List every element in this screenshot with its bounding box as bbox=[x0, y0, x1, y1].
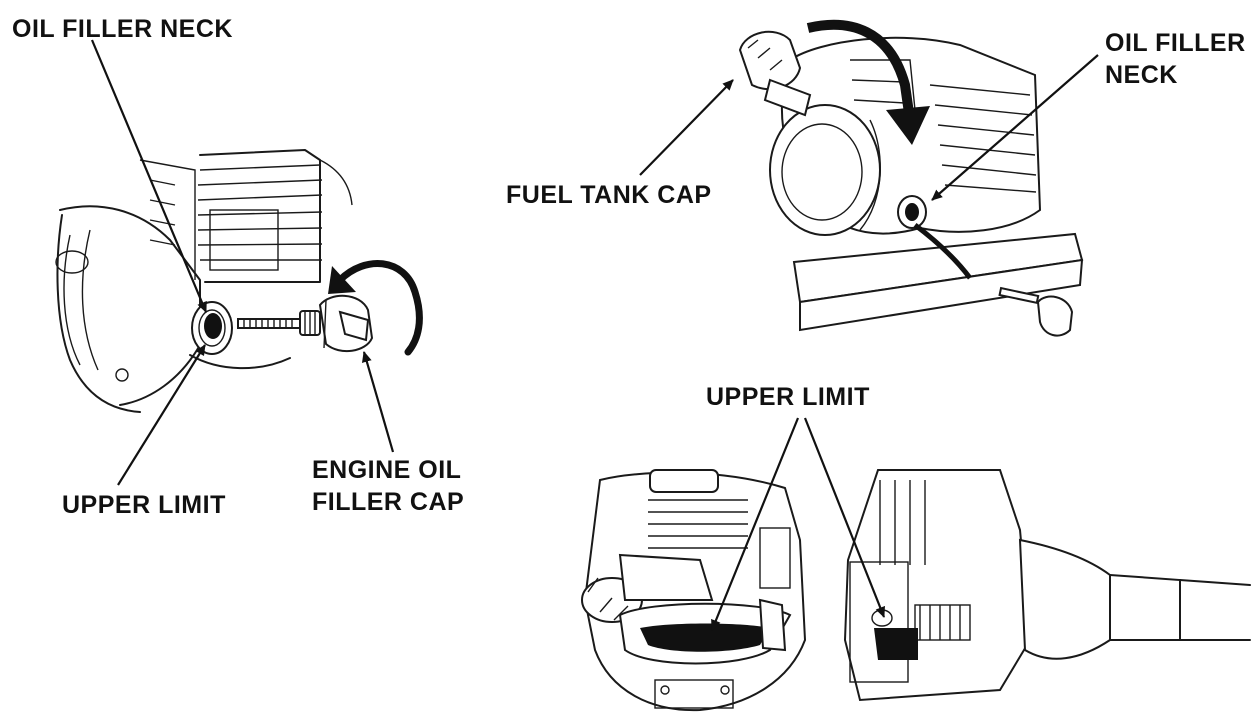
label-oil-filler-neck-right-2: NECK bbox=[1105, 61, 1178, 89]
engine-closeup-left bbox=[55, 39, 423, 486]
dipstick-on-tray bbox=[998, 286, 1074, 337]
drain-tray bbox=[792, 232, 1084, 332]
label-upper-limit-left: UPPER LIMIT bbox=[62, 491, 226, 519]
engine-front-view bbox=[581, 469, 807, 712]
label-fuel-tank-cap: FUEL TANK CAP bbox=[506, 181, 712, 209]
fuel-tank-cap bbox=[738, 30, 812, 117]
engine-tilted-right bbox=[639, 19, 1099, 337]
label-oil-filler-neck-left: OIL FILLER NECK bbox=[12, 15, 233, 43]
rotation-arrow-left bbox=[328, 260, 423, 356]
label-engine-oil-filler-cap-1: ENGINE OIL bbox=[312, 456, 462, 484]
rotation-arrow-right bbox=[806, 19, 930, 145]
engine-oil-filler-cap bbox=[318, 294, 374, 353]
dipstick-thread bbox=[237, 310, 321, 336]
label-upper-limit-bottom: UPPER LIMIT bbox=[706, 383, 870, 411]
oil-filler-neck-right bbox=[897, 195, 972, 280]
label-engine-oil-filler-cap-2: FILLER CAP bbox=[312, 488, 465, 516]
oil-filler-neck-left bbox=[189, 301, 291, 370]
engine-side-view bbox=[843, 469, 1251, 702]
label-oil-filler-neck-right-1: OIL FILLER bbox=[1105, 29, 1246, 57]
cooling-fins bbox=[139, 149, 353, 283]
